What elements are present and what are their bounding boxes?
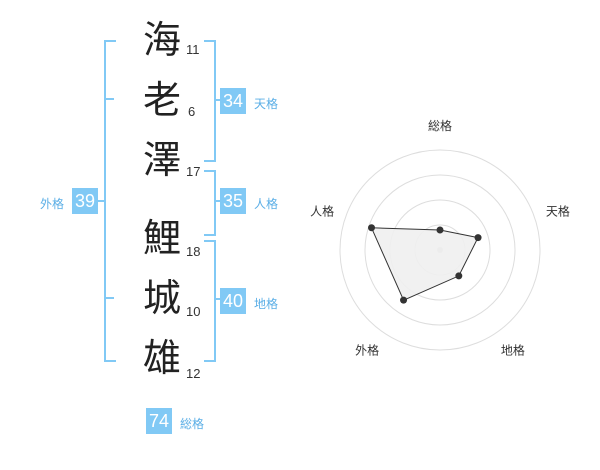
soukaku-label: 総格 — [180, 417, 205, 431]
jinkaku-label: 人格 — [254, 197, 279, 211]
tenkaku-connector — [214, 99, 220, 101]
radar-series-area — [370, 227, 479, 301]
radar-axis-label-4: 外格 — [355, 342, 379, 357]
stroke-count-4: 18 — [186, 244, 201, 259]
name-char-6: 雄 — [142, 336, 181, 380]
name-char-2: 老 — [142, 78, 181, 122]
gaikaku-label: 外格 — [40, 197, 65, 211]
name-char-3: 澤 — [142, 138, 181, 182]
radar-point-1 — [436, 226, 444, 234]
radar-axis-label-2: 天格 — [546, 204, 570, 219]
radar-grid-ring — [364, 174, 516, 326]
name-char-4: 鯉 — [142, 216, 181, 260]
radar-axis-label-5: 人格 — [310, 204, 334, 219]
radar-point-2 — [474, 234, 482, 242]
jinkaku-value: 35 — [220, 188, 247, 214]
stroke-count-6: 12 — [186, 366, 201, 381]
radar-axis-label-3: 地格 — [501, 342, 525, 357]
name-char-5: 城 — [142, 276, 181, 320]
chikaku-bracket — [204, 240, 216, 362]
chikaku-label: 地格 — [254, 297, 279, 311]
stroke-count-3: 17 — [186, 164, 201, 179]
stroke-count-1: 11 — [186, 42, 200, 57]
radar-point-5 — [368, 224, 376, 232]
gaikaku-tick-top — [104, 98, 114, 100]
gaikaku-connector — [98, 200, 106, 202]
gaikaku-tick-bottom — [104, 297, 114, 299]
stroke-count-5: 10 — [186, 304, 201, 319]
radar-grid-ring — [339, 149, 541, 351]
radar-axis-label-1: 総格 — [428, 118, 452, 133]
chikaku-value: 40 — [220, 288, 247, 314]
tenkaku-bracket — [204, 40, 216, 162]
jinkaku-bracket — [204, 170, 216, 236]
stroke-count-2: 6 — [188, 104, 196, 119]
radar-point-3 — [455, 272, 463, 280]
gaikaku-value: 39 — [72, 188, 99, 214]
tenkaku-value: 34 — [220, 88, 247, 114]
name-char-1: 海 — [142, 18, 181, 62]
soukaku-value: 74 — [146, 408, 173, 434]
chikaku-connector — [214, 298, 220, 300]
radar-point-4 — [400, 296, 408, 304]
jinkaku-connector — [214, 200, 220, 202]
tenkaku-label: 天格 — [254, 97, 279, 111]
